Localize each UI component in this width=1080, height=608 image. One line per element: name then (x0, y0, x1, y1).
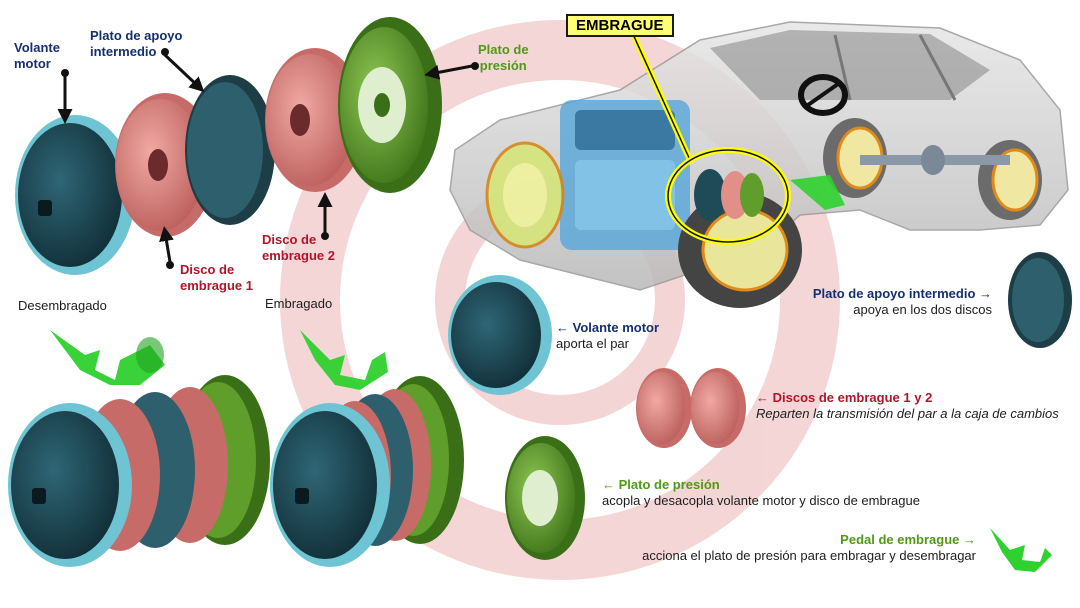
pedal-engaged (300, 330, 388, 390)
legend-pedal: Pedal de embrague → acciona el plato de … (642, 532, 976, 563)
state-disengaged-label: Desembragado (18, 298, 107, 313)
assembly-engaged (270, 376, 464, 567)
legend-plato-presion: ← Plato de presión acopla y desacopla vo… (602, 477, 920, 508)
legend-pedal (990, 528, 1052, 572)
assembly-disengaged (8, 375, 270, 567)
car-wheels (678, 74, 1042, 308)
flywheel-exploded (15, 115, 135, 275)
legend-flywheel (448, 275, 552, 395)
pedal-disengaged (50, 330, 165, 385)
title-embrague: EMBRAGUE (566, 14, 674, 37)
legend-volante: ← Volante motor aporta el par (556, 320, 660, 351)
legend-plato-apoyo: Plato de apoyo intermedio → apoya en los… (812, 286, 992, 317)
state-engaged-label: Embragado (265, 296, 333, 311)
engine (485, 100, 690, 250)
legend-clutch-discs (636, 368, 746, 448)
callout-arrows (57, 53, 473, 263)
intermediate-plate-exploded (185, 75, 275, 225)
legend-discos: ← Discos de embrague 1 y 2 Reparten la t… (756, 390, 1059, 421)
pressure-plate-exploded (338, 17, 442, 193)
legend-intermediate-plate (1008, 252, 1072, 348)
legend-pressure-plate (505, 436, 585, 560)
callout-dots (61, 48, 479, 269)
